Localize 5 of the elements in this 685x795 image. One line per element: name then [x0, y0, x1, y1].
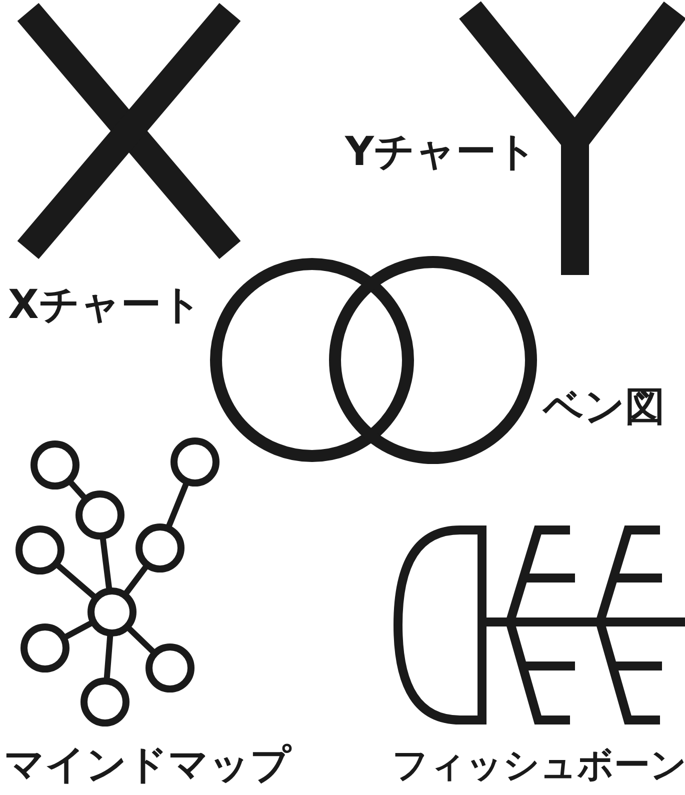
chart-type-label: マインドマップ: [4, 743, 291, 787]
chart-type-label: Xチャート: [8, 283, 202, 327]
chart-type-label: フィッシュボーン: [392, 746, 685, 786]
chart-type-label: ベン図: [543, 385, 665, 429]
chart-type-label: Yチャート: [345, 130, 537, 174]
